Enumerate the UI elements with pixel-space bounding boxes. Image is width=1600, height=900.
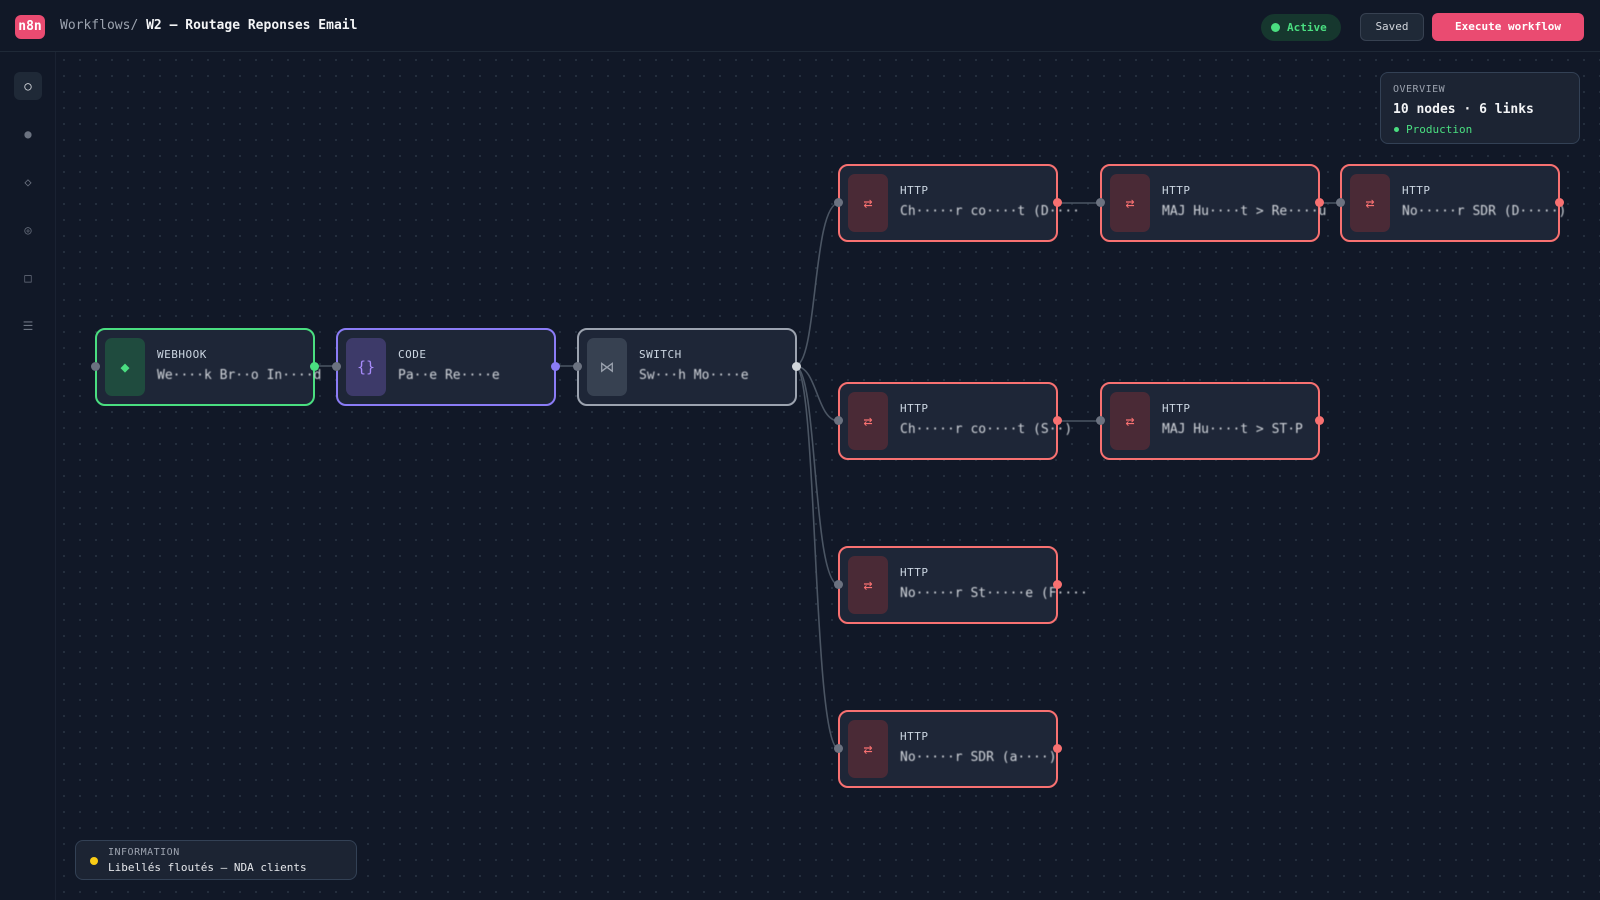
http-arrows-icon: ⇄ [848,174,888,232]
node-label: No·····r St·····e (F···· [900,586,1088,601]
node-label: MAJ Hu····t > Re····u [1162,204,1327,219]
node-type: HTTP [1162,184,1191,197]
sidebar: ○ ● ◇ ◎ □ ☰ [0,52,56,900]
http-arrows-icon: ⇄ [848,556,888,614]
node-label: Ch·····r co····t (D···· [900,204,1081,219]
input-port[interactable] [332,362,341,371]
http-arrows-icon: ⇄ [1350,174,1390,232]
node-switch[interactable]: ⋈ SWITCH Sw···h Mo····e [573,328,801,406]
output-port[interactable] [792,362,801,371]
node-label: We····k Br··o In····d [157,368,322,383]
node-http-5[interactable]: ⇄ HTTP MAJ Hu····t > ST·P [1096,382,1324,460]
node-http-3[interactable]: ⇄ HTTP No·····r SDR (D·····) [1336,164,1566,242]
active-status-dot-icon [1271,23,1280,32]
input-port[interactable] [1096,198,1105,207]
circle-outline-icon[interactable]: ○ [14,72,42,100]
input-port[interactable] [1336,198,1345,207]
input-port[interactable] [834,198,843,207]
environment-label: Production [1406,123,1473,136]
node-label: Sw···h Mo····e [639,368,749,383]
output-port[interactable] [1053,416,1062,425]
node-http-1[interactable]: ⇄ HTTP Ch·····r co····t (D···· [834,164,1080,242]
code-braces-icon: {} [346,338,386,396]
switch-icon: ⋈ [587,338,627,396]
diamond-icon[interactable]: ◇ [24,175,32,189]
overview-panel: OVERVIEW 10 nodes · 6 links Production [1380,72,1580,144]
info-title: INFORMATION [108,847,180,858]
node-type: HTTP [900,402,929,415]
node-type: SWITCH [639,348,682,361]
node-type: CODE [398,348,427,361]
node-webhook[interactable]: ◆ WEBHOOK We····k Br··o In····d [91,328,321,406]
node-type: HTTP [900,730,929,743]
info-dot-icon [90,857,98,865]
node-label: No·····r SDR (D·····) [1402,204,1567,219]
output-port[interactable] [1555,198,1564,207]
input-port[interactable] [834,744,843,753]
http-arrows-icon: ⇄ [1110,392,1150,450]
target-icon[interactable]: ◎ [24,223,32,237]
http-arrows-icon: ⇄ [1110,174,1150,232]
info-text: Libellés floutés — NDA clients [108,861,307,874]
output-port[interactable] [1053,580,1062,589]
environment-dot-icon [1394,127,1399,132]
http-arrows-icon: ⇄ [848,392,888,450]
node-http-4[interactable]: ⇄ HTTP Ch·····r co····t (S··) [834,382,1072,460]
output-port[interactable] [1315,198,1324,207]
breadcrumb: Workflows/ W2 — Routage Reponses Email [60,18,357,33]
output-port[interactable] [551,362,560,371]
dot-icon[interactable]: ● [24,127,32,141]
saved-button[interactable]: Saved [1360,13,1424,41]
node-type: WEBHOOK [157,348,207,361]
information-box: INFORMATION Libellés floutés — NDA clien… [75,840,357,880]
node-label: Ch·····r co····t (S··) [900,422,1073,437]
square-icon[interactable]: □ [24,271,32,285]
input-port[interactable] [1096,416,1105,425]
overview-title: OVERVIEW [1393,84,1446,95]
node-type: HTTP [900,184,929,197]
node-http-7[interactable]: ⇄ HTTP No·····r SDR (a····) [834,710,1062,788]
active-toggle[interactable]: Active [1261,14,1341,41]
input-port[interactable] [91,362,100,371]
node-label: Pa··e Re····e [398,368,500,383]
http-arrows-icon: ⇄ [848,720,888,778]
breadcrumb-separator: / [130,18,139,33]
input-port[interactable] [834,580,843,589]
output-port[interactable] [1053,198,1062,207]
input-port[interactable] [573,362,582,371]
output-port[interactable] [1053,744,1062,753]
node-type: HTTP [1402,184,1431,197]
n8n-logo[interactable]: n8n [15,15,45,39]
node-http-6[interactable]: ⇄ HTTP No·····r St·····e (F···· [834,546,1088,624]
output-port[interactable] [310,362,319,371]
execute-workflow-button[interactable]: Execute workflow [1432,13,1584,41]
node-type: HTTP [900,566,929,579]
overview-stats: 10 nodes · 6 links [1393,102,1534,117]
active-label: Active [1287,21,1327,34]
node-label: MAJ Hu····t > ST·P [1162,422,1303,437]
node-type: HTTP [1162,402,1191,415]
webhook-diamond-icon: ◆ [105,338,145,396]
node-code[interactable]: {} CODE Pa··e Re····e [332,328,560,406]
input-port[interactable] [834,416,843,425]
node-label: No·····r SDR (a····) [900,750,1057,765]
breadcrumb-workflows-link[interactable]: Workflows [60,18,131,33]
workflow-title[interactable]: W2 — Routage Reponses Email [146,18,358,33]
node-http-2[interactable]: ⇄ HTTP MAJ Hu····t > Re····u [1096,164,1326,242]
output-port[interactable] [1315,416,1324,425]
menu-icon[interactable]: ☰ [22,319,34,333]
top-bar: n8n Workflows/ W2 — Routage Reponses Ema… [0,0,1600,52]
